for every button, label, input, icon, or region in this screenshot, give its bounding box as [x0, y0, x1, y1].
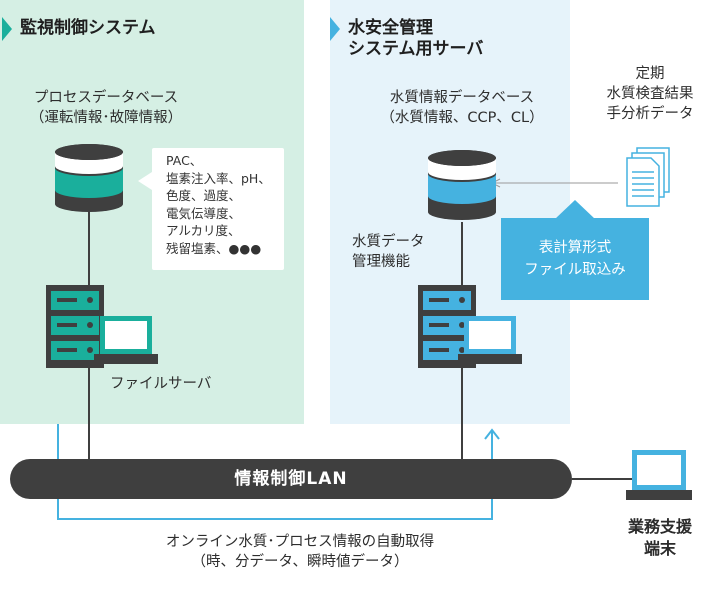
monitoring-system-title: 監視制御システム [20, 18, 156, 38]
water-quality-data-management-label: 水質データ 管理機能 [352, 234, 425, 270]
water-quality-database-icon [428, 150, 496, 220]
list-item: 色度、過度、 [166, 188, 242, 203]
water-safety-server-title: 水安全管理 システム用サーバ [348, 18, 484, 59]
process-data-callout: PAC、 塩素注入率、pH、 色度、過度、 電気伝導度、 アルカリ度、 残留塩素… [152, 148, 284, 270]
laptop-icon [458, 316, 522, 364]
list-item: 電気伝導度、 [166, 205, 242, 221]
lan-label: 情報制御LAN [234, 469, 348, 489]
periodic-water-test-label: 定期 水質検査結果 手分析データ [606, 66, 694, 122]
import-box-pointer [555, 200, 595, 219]
spreadsheet-import-box: 表計算形式 ファイル取込み [501, 218, 649, 300]
document-stack-icon [626, 147, 670, 207]
callout-pointer [138, 172, 152, 190]
laptop-icon [94, 316, 158, 364]
process-data-list: PAC、 塩素注入率、pH、 色度、過度、 電気伝導度、 アルカリ度、 残留塩素… [152, 148, 284, 257]
panel-marker-right [330, 17, 340, 41]
process-database-icon [55, 144, 123, 212]
list-item: アルカリ度、 [166, 223, 241, 238]
information-control-lan-bar [10, 459, 572, 499]
auto-acquisition-caption: オンライン水質･プロセス情報の自動取得 （時、分データ、瞬時値データ） [165, 534, 435, 570]
process-database-label: プロセスデータベース （運転情報･故障情報） [29, 90, 183, 126]
list-item: PAC、 [166, 153, 203, 168]
panel-marker-left [2, 17, 12, 41]
list-item: 残留塩素、●●● [166, 240, 262, 256]
laptop-icon [626, 450, 692, 500]
water-quality-database-label: 水質情報データベース （水質情報、CCP、CL） [380, 90, 544, 126]
business-support-terminal-label: 業務支援 端末 [627, 517, 692, 558]
list-item: 塩素注入率、pH、 [166, 170, 271, 186]
file-server-label: ファイルサーバ [110, 376, 212, 392]
